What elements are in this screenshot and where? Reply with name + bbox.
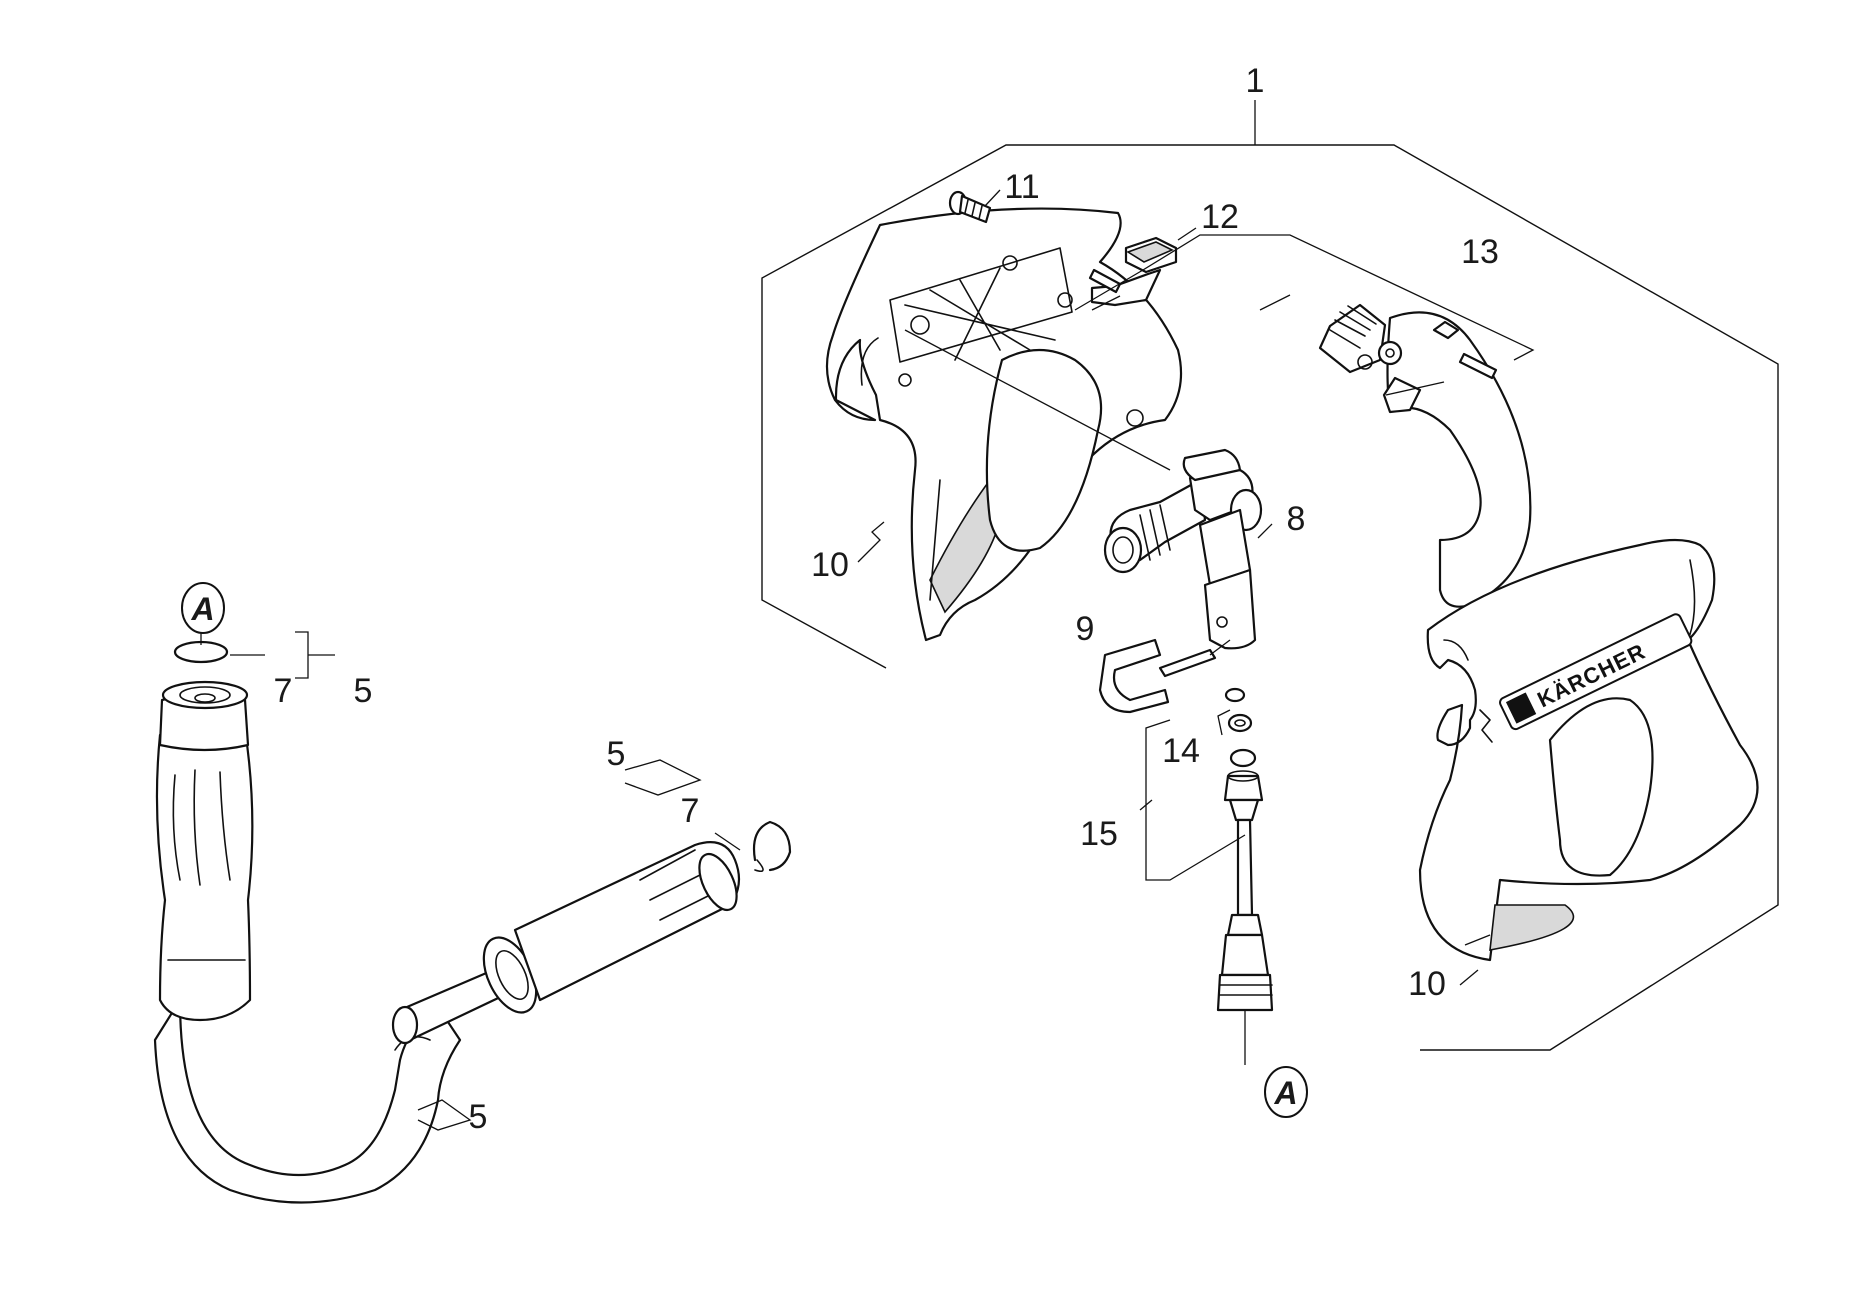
callout-leaders — [857, 189, 1479, 986]
reference-marker-A2: A — [1264, 1066, 1308, 1118]
callout-14: 14 — [1162, 732, 1200, 770]
callout-7-top: 7 — [274, 672, 293, 710]
trigger-part-13 — [1074, 234, 1535, 608]
retaining-clip-part-9 — [1098, 638, 1231, 714]
callout-12: 12 — [1201, 198, 1239, 236]
callout-9: 9 — [1076, 610, 1095, 648]
reference-letter: A — [1273, 1075, 1297, 1111]
reference-letter: A — [190, 591, 214, 627]
callout-10-right: 10 — [1408, 965, 1446, 1003]
callout-5-top: 5 — [354, 672, 373, 710]
small-seal-rings-part-14 — [1217, 687, 1253, 736]
callout-10-left: 10 — [811, 546, 849, 584]
callout-labels: 1 11 12 13 8 10 9 14 15 10 7 5 5 7 5 — [274, 62, 1499, 1136]
assembly-frame — [761, 100, 1779, 1051]
reference-marker-A1: A — [181, 582, 225, 634]
screw-part-11 — [948, 190, 992, 224]
gun-shell-right-half: KÄRCHER — [1418, 538, 1759, 962]
callout-1: 1 — [1246, 62, 1265, 100]
callout-8: 8 — [1287, 500, 1306, 538]
callout-5-bottom: 5 — [469, 1098, 488, 1136]
hose-assembly — [153, 625, 792, 1204]
callout-11: 11 — [1004, 168, 1039, 206]
callout-7-middle: 7 — [681, 792, 700, 830]
valve-stem-part-15 — [1139, 719, 1274, 1065]
callout-15: 15 — [1080, 815, 1118, 853]
callout-5-middle: 5 — [607, 735, 626, 773]
gun-shell-left-half — [825, 207, 1183, 642]
callout-13: 13 — [1461, 233, 1499, 271]
elbow-fitting-part-8 — [1103, 448, 1273, 650]
